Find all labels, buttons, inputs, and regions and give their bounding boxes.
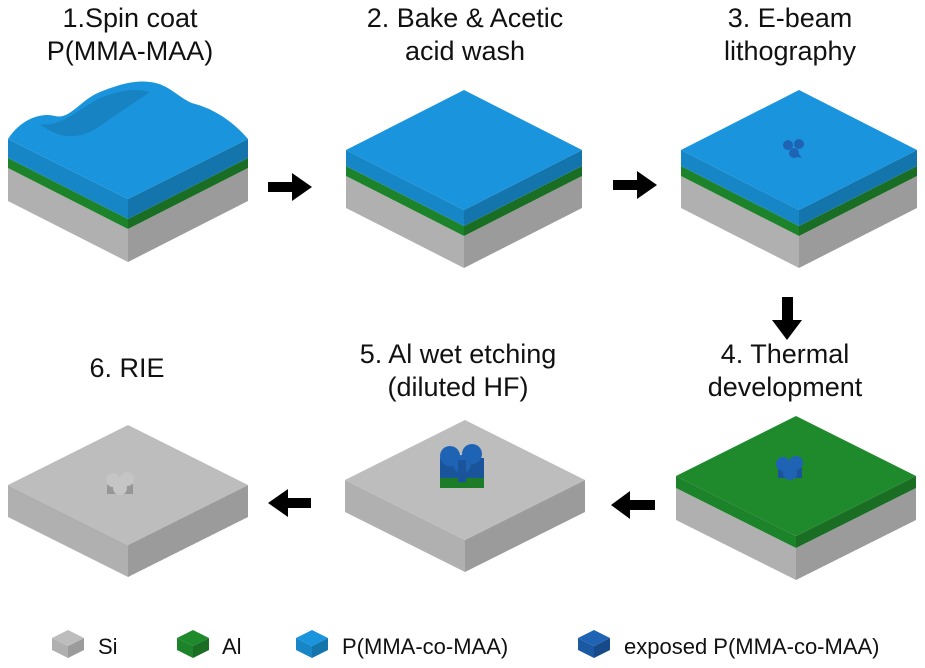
step-3-title: 3. E-beam lithography <box>660 2 920 68</box>
step-2-al-right <box>464 166 582 236</box>
step-2-resist-left <box>346 150 464 226</box>
legend-label-pmma: P(MMA-co-MAA) <box>342 634 509 659</box>
arrow-4-to-5 <box>611 491 655 519</box>
step-5-title: 5. Al wet etching (diluted HF) <box>328 338 588 404</box>
step-3-si-left <box>681 176 799 268</box>
step-6-stack <box>8 425 248 577</box>
arrow-5-to-6 <box>268 489 311 517</box>
step-2-si-left <box>346 176 464 268</box>
step-1-al-left <box>8 158 128 229</box>
legend-label-exposed: exposed P(MMA-co-MAA) <box>624 634 880 659</box>
step-4-al-left <box>676 476 796 548</box>
legend-swatch-si <box>52 630 84 658</box>
step-4-si-left <box>676 488 796 580</box>
step-6-title: 6. RIE <box>0 352 257 385</box>
legend-label-al: Al <box>222 634 242 659</box>
step-1-resist-right <box>128 139 248 219</box>
step-2-title-line-2: acid wash <box>404 36 526 66</box>
step-2-resist-right <box>464 150 582 226</box>
step-1-stack <box>8 81 248 262</box>
step-3-al-left <box>681 166 799 236</box>
step-4-title-line-2: development <box>707 372 863 402</box>
step-1-si-right <box>128 168 248 262</box>
step-2-title-line-1: 2. Bake & Acetic <box>366 3 564 33</box>
step-3-resist-left <box>681 150 799 226</box>
step-3-resist-top <box>681 90 917 210</box>
legend-swatch-al <box>177 630 209 658</box>
step-1-title: 1.Spin coat P(MMA-MAA) <box>0 2 260 68</box>
step-4-exposed-clover <box>776 456 803 480</box>
step-6-si-left <box>8 485 128 577</box>
step-1-resist-left <box>8 139 128 219</box>
step-2-title: 2. Bake & Acetic acid wash <box>335 2 595 68</box>
step-3-title-line-1: 3. E-beam <box>727 3 853 33</box>
step-5-title-line-2: (diluted HF) <box>387 372 529 402</box>
step-4-stack <box>676 416 916 580</box>
step-2-al-left <box>346 166 464 236</box>
step-3-title-line-2: lithography <box>723 36 857 66</box>
step-1-si-left <box>8 168 128 262</box>
step-5-stack <box>345 420 585 572</box>
step-1-resist-top <box>8 81 248 199</box>
step-3-stack <box>681 90 917 268</box>
legend-swatch-pmma <box>296 630 328 658</box>
step-2-stack <box>346 90 582 268</box>
step-1-title-line-2: P(MMA-MAA) <box>46 36 214 66</box>
step-3-resist-right <box>799 150 917 226</box>
step-4-al-right <box>796 476 916 548</box>
step-4-title: 4. Thermal development <box>655 338 915 404</box>
step-3-si-right <box>799 176 917 268</box>
step-1-title-line-1: 1.Spin coat <box>62 3 198 33</box>
step-2-resist-top <box>346 90 582 210</box>
step-6-title-line-1: 6. RIE <box>89 353 165 383</box>
arrow-2-to-3 <box>613 171 657 199</box>
arrow-1-to-2 <box>268 173 312 201</box>
legend-swatch-exposed <box>578 630 610 658</box>
step-1-al-right <box>128 158 248 229</box>
step-4-title-line-1: 4. Thermal <box>720 339 850 369</box>
step-3-al-right <box>799 166 917 236</box>
step-4-si-right <box>796 488 916 580</box>
step-2-si-right <box>464 176 582 268</box>
step-5-pillar <box>440 444 484 488</box>
step-5-title-line-1: 5. Al wet etching <box>359 339 557 369</box>
step-3-exposed-clover <box>783 139 804 158</box>
legend-label-si: Si <box>98 634 118 659</box>
step-5-si-left <box>345 480 465 572</box>
step-6-si-clover <box>106 472 134 495</box>
arrow-3-to-4 <box>772 297 802 340</box>
step-1-wave-shade <box>40 90 150 137</box>
step-5-si-right <box>465 480 585 572</box>
step-6-si-right <box>128 485 248 577</box>
